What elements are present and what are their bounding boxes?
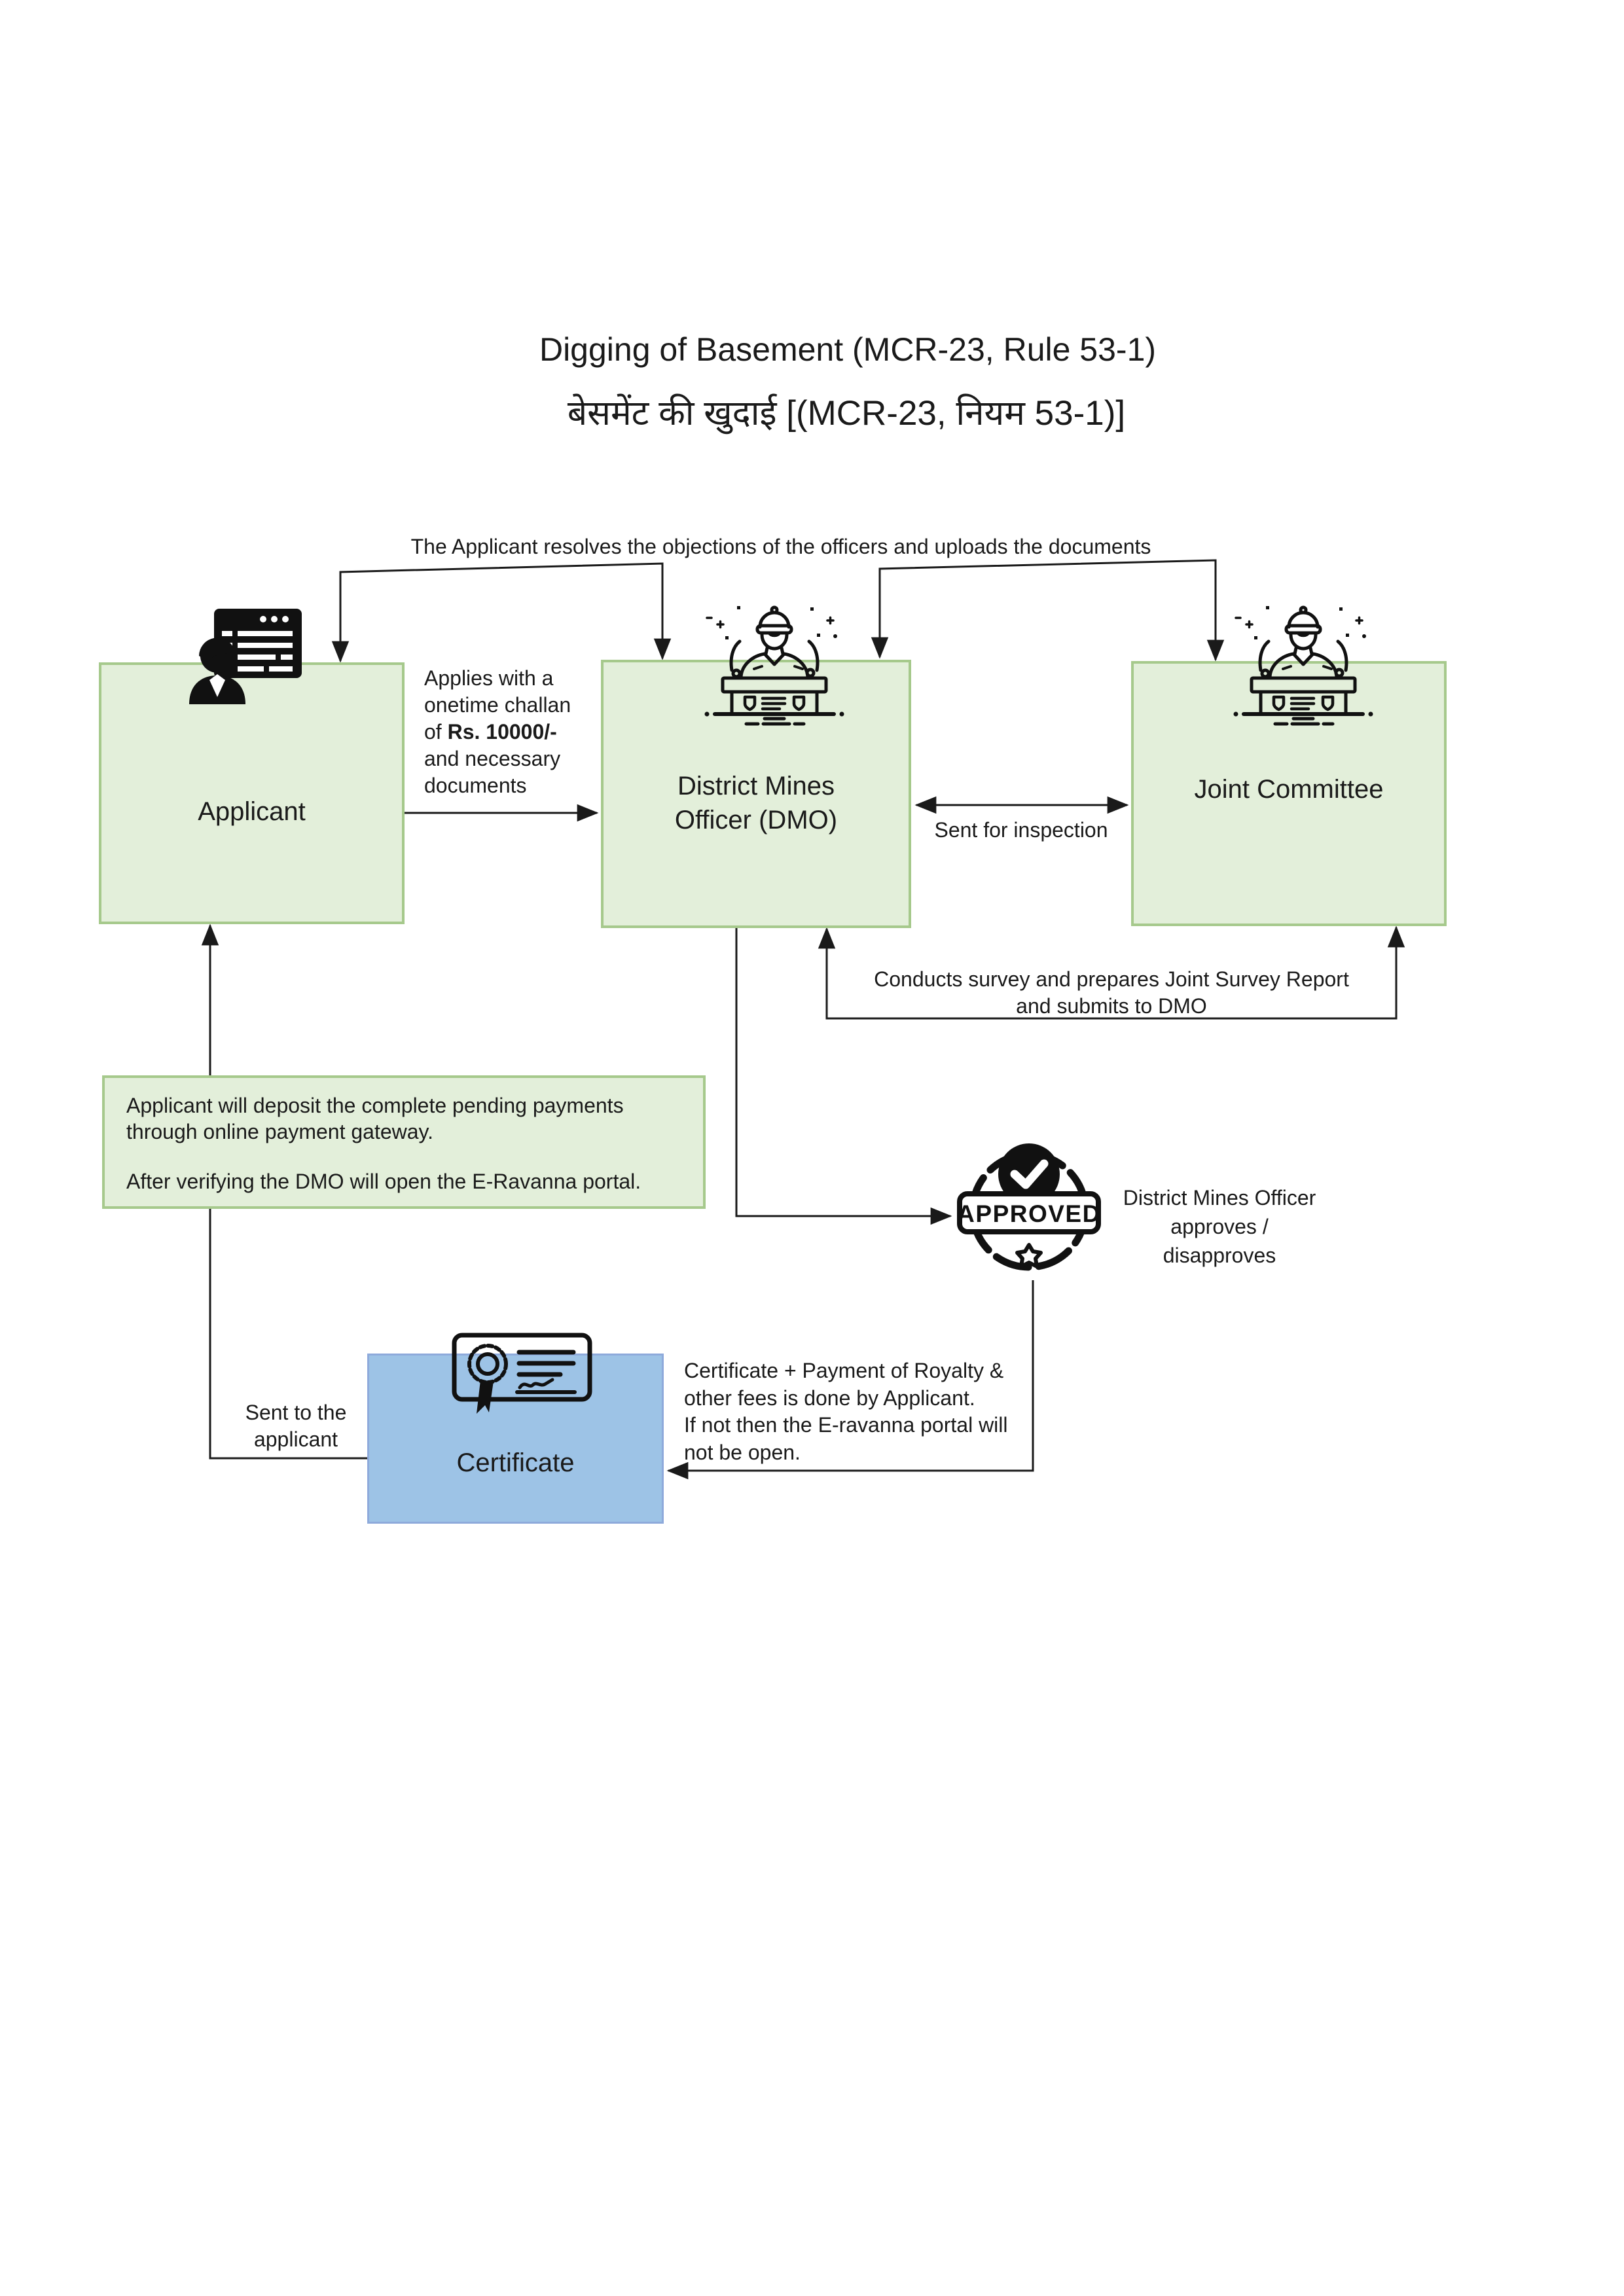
approval-note: District Mines Officer approves / disapp…	[1123, 1183, 1316, 1270]
survey-note-line1: Conducts survey and prepares Joint Surve…	[874, 967, 1349, 991]
connector-resolve-dmo-jc	[871, 559, 1225, 662]
page-title-hindi: बेसमेंट की खुदाई [(MCR-23, नियम 53-1)]	[567, 394, 1126, 433]
approved-stamp-icon: APPROVED	[957, 1143, 1101, 1271]
info-box-line2: through online payment gateway.	[126, 1120, 434, 1143]
approval-note-line3: disapproves	[1163, 1244, 1276, 1267]
approval-note-line1: District Mines Officer	[1123, 1186, 1316, 1210]
info-box-payment: Applicant will deposit the complete pend…	[102, 1075, 706, 1209]
node-applicant-label: Applicant	[198, 797, 306, 826]
connector-dmo-to-stamp	[735, 928, 952, 1225]
node-joint-committee-label: Joint Committee	[1194, 775, 1384, 804]
applies-note-line1: Applies with a	[424, 666, 554, 690]
applies-note-line2: onetime challan	[424, 693, 571, 717]
sent-to-applicant-line1: Sent to the	[245, 1401, 347, 1424]
node-dmo-label-line1: District Mines	[677, 772, 835, 800]
certificate-note-line2: other fees is done by Applicant.	[684, 1386, 975, 1410]
officer-at-desk-icon	[704, 605, 844, 726]
node-certificate: Certificate	[367, 1354, 664, 1524]
approved-stamp-label: APPROVED	[957, 1200, 1101, 1227]
sent-to-applicant-line2: applicant	[253, 1427, 338, 1451]
page-title: Digging of Basement (MCR-23, Rule 53-1)	[539, 331, 1157, 368]
info-box-line1: Applicant will deposit the complete pend…	[126, 1094, 624, 1117]
node-joint-committee: Joint Committee	[1131, 661, 1447, 926]
applies-note-line4: and necessary	[424, 747, 561, 770]
certificate-note-line4: not be open.	[684, 1440, 801, 1464]
applies-note-amount: Rs. 10000/-	[447, 720, 557, 744]
applies-note-line5: documents	[424, 774, 527, 797]
connector-stamp-to-certificate	[666, 1280, 1034, 1480]
certificate-note: Certificate + Payment of Royalty & other…	[684, 1357, 1008, 1466]
node-certificate-label: Certificate	[456, 1448, 575, 1477]
sent-for-inspection-label: Sent for inspection	[934, 818, 1108, 842]
survey-note-line2: and submits to DMO	[1016, 994, 1207, 1018]
connector-survey-report	[818, 925, 1405, 1020]
connector-resolve-applicant-dmo	[331, 562, 672, 663]
officer-at-desk-icon	[1233, 605, 1373, 726]
node-dmo: District Mines Officer (DMO)	[601, 660, 911, 928]
node-applicant: Applicant	[99, 662, 405, 924]
applies-note: Applies with a onetime challan of Rs. 10…	[424, 665, 571, 799]
certificate-icon	[452, 1333, 592, 1414]
applies-note-line3: of Rs. 10000/-	[424, 720, 557, 744]
sent-to-applicant-label: Sent to the applicant	[245, 1399, 347, 1453]
approval-note-line2: approves /	[1170, 1215, 1269, 1238]
person-with-document-icon	[189, 609, 302, 704]
certificate-note-line1: Certificate + Payment of Royalty &	[684, 1359, 1004, 1382]
resolve-objections-note: The Applicant resolves the objections of…	[410, 535, 1151, 558]
info-box-line3: After verifying the DMO will open the E-…	[126, 1170, 641, 1193]
node-dmo-label-line2: Officer (DMO)	[674, 806, 838, 834]
certificate-note-line3: If not then the E-ravanna portal will	[684, 1413, 1008, 1437]
survey-note: Conducts survey and prepares Joint Surve…	[874, 966, 1349, 1020]
